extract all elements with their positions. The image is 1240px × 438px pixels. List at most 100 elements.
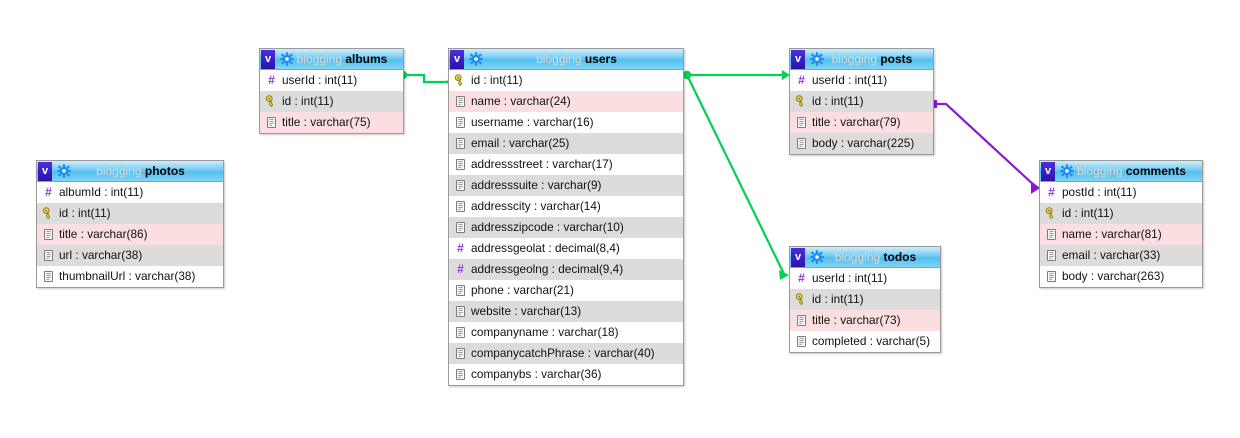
column-field-icon bbox=[456, 348, 465, 359]
column-row-posts-title[interactable]: title : varchar(79) bbox=[790, 112, 933, 133]
column-label: addresssuite : varchar(9) bbox=[471, 178, 602, 192]
column-row-comments-postId[interactable]: #postId : int(11) bbox=[1040, 182, 1202, 203]
table-header-photos[interactable]: v blogging photos bbox=[37, 161, 223, 182]
column-label: companyname : varchar(18) bbox=[471, 325, 619, 339]
column-row-users-name[interactable]: name : varchar(24) bbox=[449, 91, 683, 112]
table-title-posts: blogging posts bbox=[825, 49, 933, 69]
column-row-photos-id[interactable]: id : int(11) bbox=[37, 203, 223, 224]
gear-icon[interactable] bbox=[468, 51, 484, 67]
table-name-label: comments bbox=[1125, 163, 1186, 178]
column-label: body : varchar(263) bbox=[1062, 269, 1165, 283]
gear-icon[interactable] bbox=[56, 163, 72, 179]
view-badge-icon: v bbox=[791, 248, 805, 267]
column-row-albums-title[interactable]: title : varchar(75) bbox=[260, 112, 403, 133]
column-row-users-addressgeolat[interactable]: #addressgeolat : decimal(8,4) bbox=[449, 238, 683, 259]
column-row-users-addressgeolng[interactable]: #addressgeolng : decimal(9,4) bbox=[449, 259, 683, 280]
table-name-label: albums bbox=[345, 51, 388, 66]
column-row-posts-body[interactable]: body : varchar(225) bbox=[790, 133, 933, 154]
column-field-icon bbox=[456, 369, 465, 380]
column-label: id : int(11) bbox=[471, 73, 523, 87]
column-label: addresscity : varchar(14) bbox=[471, 199, 601, 213]
column-field-icon bbox=[44, 271, 53, 282]
column-label: completed : varchar(5) bbox=[812, 334, 931, 348]
column-row-photos-thumbnailUrl[interactable]: thumbnailUrl : varchar(38) bbox=[37, 266, 223, 287]
gear-icon[interactable] bbox=[1059, 163, 1075, 179]
column-row-todos-completed[interactable]: completed : varchar(5) bbox=[790, 331, 940, 352]
column-row-users-addresszipcode[interactable]: addresszipcode : varchar(10) bbox=[449, 217, 683, 238]
view-badge-icon: v bbox=[38, 162, 52, 181]
column-field-icon bbox=[456, 285, 465, 296]
column-row-photos-url[interactable]: url : varchar(38) bbox=[37, 245, 223, 266]
column-label: email : varchar(25) bbox=[471, 136, 570, 150]
column-field-icon bbox=[456, 306, 465, 317]
column-row-todos-title[interactable]: title : varchar(73) bbox=[790, 310, 940, 331]
primary-key-icon bbox=[795, 95, 804, 108]
table-node-todos[interactable]: v blogging todos # userId : int(11) id : int… bbox=[789, 246, 941, 353]
column-row-users-website[interactable]: website : varchar(13) bbox=[449, 301, 683, 322]
column-field-icon bbox=[44, 229, 53, 240]
column-row-posts-id[interactable]: id : int(11) bbox=[790, 91, 933, 112]
column-label: id : int(11) bbox=[59, 206, 111, 220]
column-label: addressgeolng : decimal(9,4) bbox=[471, 262, 624, 276]
column-label: userId : int(11) bbox=[812, 73, 888, 87]
primary-key-icon bbox=[1045, 207, 1054, 220]
column-field-icon bbox=[456, 201, 465, 212]
gear-icon[interactable] bbox=[809, 51, 825, 67]
column-row-users-addressstreet[interactable]: addressstreet : varchar(17) bbox=[449, 154, 683, 175]
column-row-users-companyname[interactable]: companyname : varchar(18) bbox=[449, 322, 683, 343]
column-row-users-username[interactable]: username : varchar(16) bbox=[449, 112, 683, 133]
table-title-comments: blogging comments bbox=[1075, 161, 1202, 181]
primary-key-icon bbox=[454, 74, 463, 87]
column-row-posts-userId[interactable]: #userId : int(11) bbox=[790, 70, 933, 91]
table-title-albums: blogging albums bbox=[295, 49, 403, 69]
column-row-albums-userId[interactable]: #userId : int(11) bbox=[260, 70, 403, 91]
column-row-users-id[interactable]: id : int(11) bbox=[449, 70, 683, 91]
column-label: name : varchar(24) bbox=[471, 94, 571, 108]
numeric-field-icon: # bbox=[457, 241, 464, 255]
column-row-photos-title[interactable]: title : varchar(86) bbox=[37, 224, 223, 245]
column-label: website : varchar(13) bbox=[471, 304, 582, 318]
relationship-users-todos bbox=[687, 76, 789, 280]
table-node-photos[interactable]: v blogging photos#albumId : int(11) id : i… bbox=[36, 160, 224, 288]
column-row-comments-email[interactable]: email : varchar(33) bbox=[1040, 245, 1202, 266]
column-row-photos-albumId[interactable]: #albumId : int(11) bbox=[37, 182, 223, 203]
numeric-field-icon: # bbox=[268, 73, 275, 87]
column-label: title : varchar(73) bbox=[812, 313, 901, 327]
gear-icon[interactable] bbox=[809, 249, 825, 265]
table-title-users: blogging users bbox=[484, 49, 683, 69]
column-field-icon bbox=[1047, 271, 1056, 282]
column-row-todos-userId[interactable]: # userId : int(11) bbox=[790, 268, 940, 289]
column-row-users-companybs[interactable]: companybs : varchar(36) bbox=[449, 364, 683, 385]
column-label: id : int(11) bbox=[812, 292, 864, 306]
table-title-todos: blogging todos bbox=[825, 247, 940, 267]
column-row-comments-body[interactable]: body : varchar(263) bbox=[1040, 266, 1202, 287]
column-row-comments-id[interactable]: id : int(11) bbox=[1040, 203, 1202, 224]
numeric-field-icon: # bbox=[798, 271, 805, 285]
gear-icon[interactable] bbox=[279, 51, 295, 67]
primary-key-icon bbox=[42, 207, 51, 220]
column-row-users-addresssuite[interactable]: addresssuite : varchar(9) bbox=[449, 175, 683, 196]
column-label: title : varchar(86) bbox=[59, 227, 148, 241]
column-row-users-addresscity[interactable]: addresscity : varchar(14) bbox=[449, 196, 683, 217]
table-title-photos: blogging photos bbox=[72, 161, 223, 181]
table-name-label: users bbox=[584, 51, 617, 66]
column-row-comments-name[interactable]: name : varchar(81) bbox=[1040, 224, 1202, 245]
column-row-users-phone[interactable]: phone : varchar(21) bbox=[449, 280, 683, 301]
column-row-users-companycatchPhrase[interactable]: companycatchPhrase : varchar(40) bbox=[449, 343, 683, 364]
column-row-users-email[interactable]: email : varchar(25) bbox=[449, 133, 683, 154]
column-field-icon bbox=[797, 117, 806, 128]
column-label: addressstreet : varchar(17) bbox=[471, 157, 613, 171]
column-row-albums-id[interactable]: id : int(11) bbox=[260, 91, 403, 112]
column-label: userId : int(11) bbox=[812, 271, 888, 285]
column-row-todos-id[interactable]: id : int(11) bbox=[790, 289, 940, 310]
table-name-label: todos bbox=[883, 249, 917, 264]
table-header-todos[interactable]: v blogging todos bbox=[790, 247, 940, 268]
